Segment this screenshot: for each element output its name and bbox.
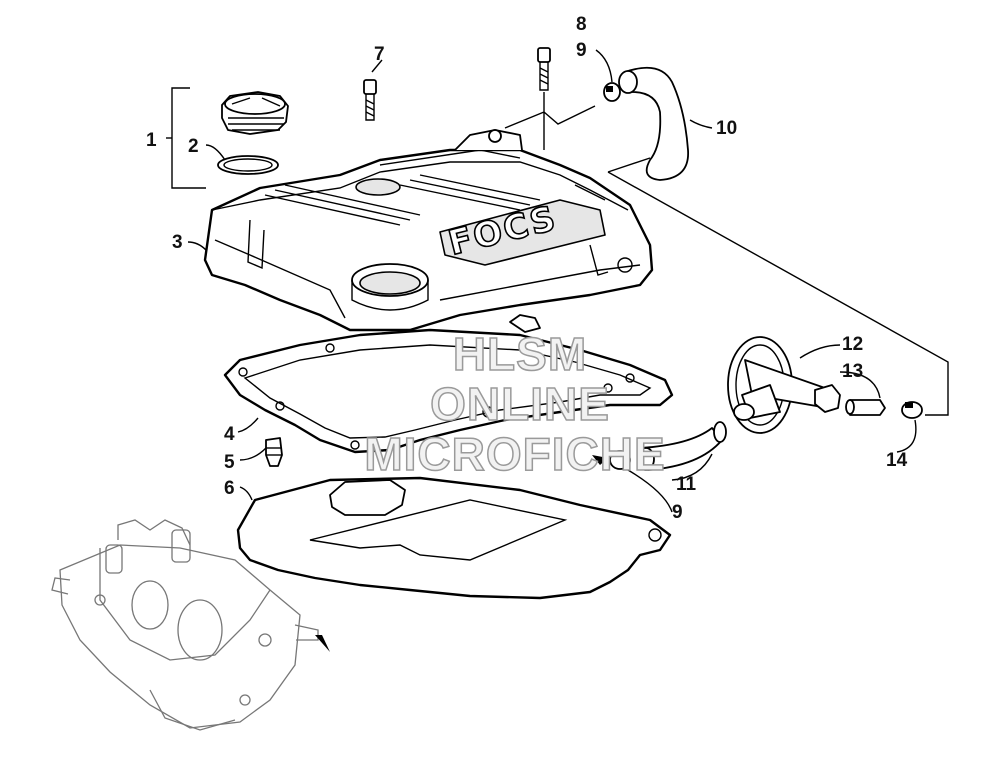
callout-4: 4 (224, 424, 235, 445)
watermark-line-3: MICROFICHE (364, 428, 665, 480)
callout-3: 3 (172, 232, 183, 253)
engine-head-reference (51, 519, 319, 731)
callout-9-lower: 9 (672, 502, 683, 523)
oil-fill-cap (221, 91, 289, 135)
watermark: HLSM ONLINE MICROFICHE (364, 327, 666, 481)
hose-clamp-9-lower (592, 450, 631, 470)
hose-clamp-9-upper (603, 82, 621, 102)
callout-11: 11 (676, 474, 697, 495)
callout-12: 12 (842, 334, 863, 355)
cap-screw-8 (537, 47, 551, 91)
leader-lines (187, 49, 917, 513)
cover-tab (509, 314, 541, 333)
watermark-line-2: ONLINE (430, 378, 610, 430)
hose-fitting-13 (845, 399, 886, 416)
pointer-arrow-icon (315, 635, 330, 652)
callout-6: 6 (224, 478, 235, 499)
valve-cover: FOCS (203, 129, 654, 332)
bolt-8-guide-line (504, 92, 596, 150)
callout-14: 14 (886, 450, 908, 471)
breather-hose-10 (618, 66, 689, 181)
callout-9-upper: 9 (576, 40, 587, 61)
callout-5: 5 (224, 452, 235, 473)
callout-10: 10 (716, 118, 737, 139)
callout-7: 7 (374, 44, 385, 65)
breather-filter-12 (727, 336, 841, 434)
callout-13: 13 (842, 361, 863, 382)
cover-gasket-lower (236, 476, 672, 600)
breather-hose-11 (637, 421, 727, 471)
cap-screw-7 (363, 79, 377, 121)
callout-1: 1 (146, 130, 157, 151)
callout-labels: 1 2 3 4 5 6 7 8 9 9 10 11 12 13 14 (146, 14, 908, 523)
callout-2: 2 (188, 136, 199, 157)
valve-cover-gasket (223, 328, 674, 454)
vent-valve (265, 437, 283, 467)
hose-clamp-14 (901, 401, 923, 419)
baffle-plate (329, 479, 406, 516)
watermark-line-1: HLSM (453, 328, 587, 380)
hose-routing-line (607, 157, 949, 416)
callout-8: 8 (576, 14, 587, 35)
